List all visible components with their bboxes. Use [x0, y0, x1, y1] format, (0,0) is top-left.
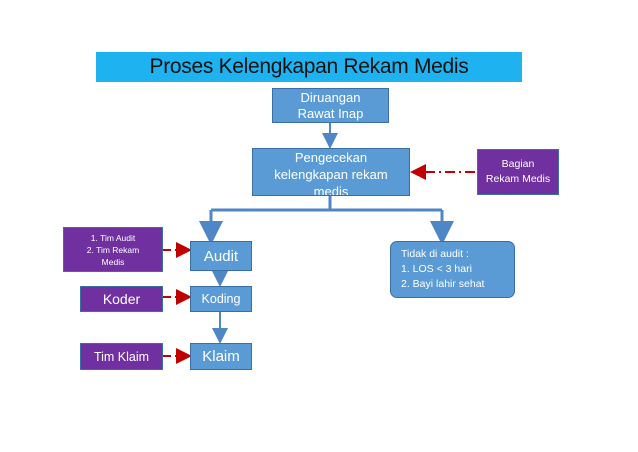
node-bagian-line1: Bagian [501, 158, 535, 170]
node-pengecekan-line2: kelengkapan rekam [274, 167, 388, 182]
node-pengecekan: Pengecekan kelengkapan rekam medis [252, 148, 410, 196]
node-bagian-line2: Rekam Medis [485, 173, 551, 185]
node-bagian: Bagian Rekam Medis [477, 149, 559, 195]
node-pengecekan-line1: Pengecekan [294, 150, 368, 165]
node-audit: Audit [190, 241, 252, 271]
node-tim-audit-item1: 1. Tim Audit [90, 232, 136, 243]
node-tidak-audit: Tidak di audit : 1. LOS < 3 hari 2. Bayi… [390, 241, 515, 298]
node-tidak-audit-item1: 1. LOS < 3 hari [401, 263, 472, 275]
node-tim-audit-item2b: Medis [101, 256, 125, 267]
node-ruangan-line2: Rawat Inap [297, 105, 364, 121]
node-tim-audit-item2: 2. Tim Rekam [86, 244, 140, 255]
node-ruangan: Diruangan Rawat Inap [272, 88, 389, 123]
node-tim-klaim: Tim Klaim [80, 343, 163, 370]
node-tim-audit: 1. Tim Audit 2. Tim Rekam Medis [63, 227, 163, 272]
node-tidak-audit-item2: 2. Bayi lahir sehat [401, 278, 485, 290]
node-klaim: Klaim [190, 343, 252, 370]
node-ruangan-line1: Diruangan [300, 89, 361, 105]
node-audit-label: Audit [203, 247, 239, 265]
diagram-title: Proses Kelengkapan Rekam Medis [96, 52, 522, 82]
node-klaim-label: Klaim [202, 348, 240, 365]
node-pengecekan-line3: medis [313, 184, 349, 196]
node-koding: Koding [190, 286, 252, 312]
node-tidak-audit-heading: Tidak di audit : [401, 248, 469, 260]
node-koder-label: Koder [102, 291, 141, 307]
node-koding-label: Koding [201, 292, 241, 306]
node-koder: Koder [80, 286, 163, 312]
node-tim-klaim-label: Tim Klaim [93, 349, 150, 364]
